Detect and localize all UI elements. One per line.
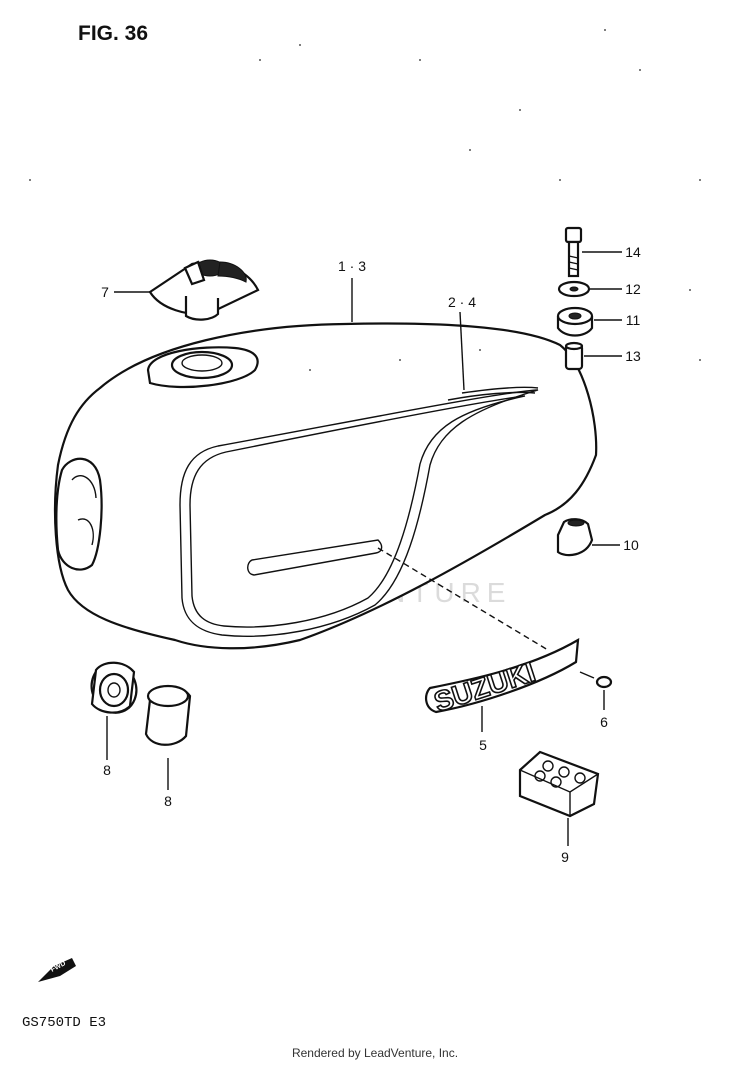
callout-12: 12 — [625, 281, 641, 297]
leader-2-4 — [459, 311, 465, 391]
part-7-fuel-cap — [114, 259, 260, 321]
scan-speckles — [29, 29, 701, 371]
part-14-bolt — [564, 226, 622, 278]
figure-title: FIG. 36 — [78, 22, 148, 45]
callout-2-4: 2 · 4 — [448, 294, 476, 310]
emblem-text: SUZUKI — [430, 656, 539, 718]
callout-8a: 8 — [103, 762, 111, 778]
part-11-cushion — [556, 306, 622, 337]
callout-10: 10 — [623, 537, 639, 553]
fwd-arrow-icon: FWD — [38, 958, 76, 982]
callout-11: 11 — [626, 312, 641, 328]
part-8a-cushion — [90, 661, 138, 760]
callout-8b: 8 — [164, 793, 172, 809]
callout-6: 6 — [600, 714, 608, 730]
fuel-tank — [53, 322, 598, 650]
callout-5: 5 — [479, 737, 487, 753]
part-13-spacer — [564, 341, 622, 371]
part-12-washer — [557, 280, 622, 298]
callout-9: 9 — [561, 849, 569, 865]
model-code: GS750TD E3 — [22, 1015, 106, 1031]
part-9-pad — [518, 750, 600, 846]
part-8b-cushion — [144, 684, 192, 790]
part-6-screw — [579, 671, 613, 710]
part-10-rubber — [556, 518, 620, 557]
callout-14: 14 — [625, 244, 641, 260]
callout-7: 7 — [101, 284, 109, 300]
callout-13: 13 — [625, 348, 641, 364]
footer-credit: Rendered by LeadVenture, Inc. — [291, 1046, 459, 1060]
callout-1-3: 1 · 3 — [338, 258, 366, 274]
